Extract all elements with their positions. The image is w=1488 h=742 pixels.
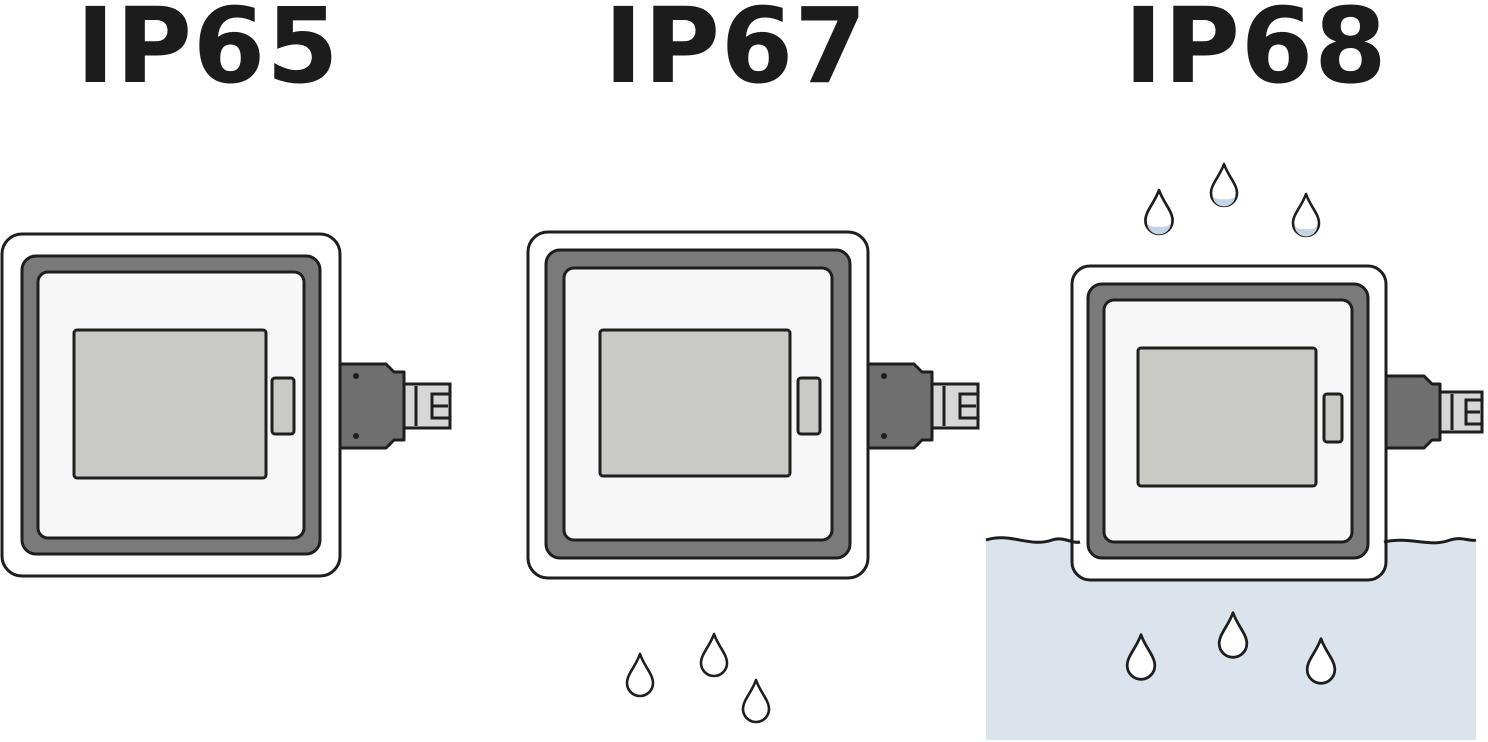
water-drop-icon xyxy=(699,632,729,678)
display-window xyxy=(1136,346,1318,488)
display-window xyxy=(598,328,792,478)
display-window xyxy=(72,328,268,480)
water-drop-icon xyxy=(1291,192,1321,238)
latch xyxy=(270,376,296,436)
water-drop-icon xyxy=(625,652,655,698)
water-drop-icon xyxy=(1209,162,1239,208)
water-drop-icon xyxy=(1144,188,1174,236)
cable-connector xyxy=(1382,374,1484,450)
cable-connector xyxy=(864,362,980,450)
enclosure-ip68 xyxy=(985,264,1484,582)
water-drops-ip67 xyxy=(625,632,771,724)
water-drop-icon xyxy=(741,678,771,724)
water-drops-ip68-above xyxy=(1144,162,1321,238)
enclosure-ip67 xyxy=(526,230,980,580)
latch xyxy=(796,376,822,436)
rating-label-ip67: IP67 xyxy=(604,0,868,107)
rating-label-ip65: IP65 xyxy=(76,0,340,107)
cable-connector xyxy=(336,362,452,450)
enclosure-ip65 xyxy=(0,232,452,578)
latch xyxy=(1322,392,1344,444)
rating-label-ip68: IP68 xyxy=(1124,0,1388,107)
